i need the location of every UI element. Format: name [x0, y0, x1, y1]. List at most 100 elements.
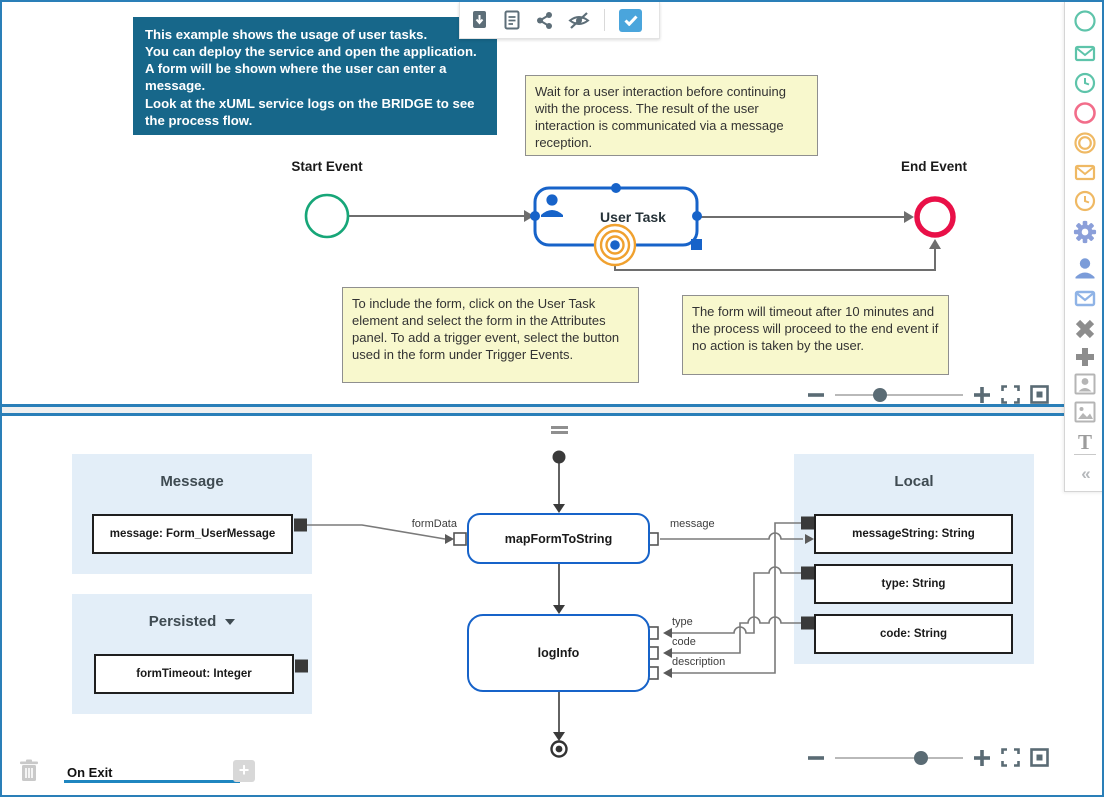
splitter-drag-handle[interactable] — [551, 426, 568, 435]
export-icon[interactable] — [470, 10, 489, 30]
flow-mapform-to-loginfo[interactable] — [553, 564, 565, 614]
start-event-node[interactable] — [304, 193, 350, 239]
element-palette: T « — [1064, 2, 1102, 492]
flow-loginfo-to-final[interactable] — [550, 692, 568, 758]
tab-on-exit[interactable]: On Exit — [67, 765, 113, 780]
action-loginfo[interactable]: logInfo — [467, 614, 650, 692]
pin-formdata-in[interactable] — [453, 532, 467, 546]
wire-message-out[interactable] — [660, 532, 803, 540]
var-message[interactable]: message: Form_UserMessage — [92, 514, 293, 554]
connector-message-var[interactable] — [294, 518, 307, 532]
add-tab-button[interactable]: + — [233, 760, 255, 782]
mapping-canvas[interactable]: Message Persisted Local — [2, 416, 1102, 795]
flow-initial-to-mapform[interactable] — [552, 450, 566, 514]
wire-message-to-formdata[interactable] — [302, 524, 446, 540]
wire-code-to-code[interactable] — [672, 616, 807, 654]
fullscreen-button[interactable] — [1001, 748, 1020, 767]
selection-handle-top[interactable] — [611, 183, 621, 193]
palette-user-task-icon[interactable] — [1073, 256, 1097, 280]
pin-label-type: type — [672, 616, 693, 628]
connector-formtimeout-var[interactable] — [295, 659, 308, 673]
wire-messagestring-to-description[interactable] — [672, 522, 807, 674]
panel-splitter[interactable] — [2, 404, 1102, 416]
palette-start-event-icon[interactable] — [1073, 9, 1097, 33]
toolbar-separator — [604, 9, 605, 31]
fit-to-screen-button[interactable] — [1030, 385, 1049, 404]
pin-label-message: message — [670, 518, 715, 530]
pin-label-description: description — [672, 656, 726, 668]
palette-text-icon[interactable]: T — [1077, 429, 1092, 454]
document-icon[interactable] — [503, 10, 521, 30]
palette-message-start-event-icon[interactable] — [1073, 41, 1097, 65]
chevron-down-icon[interactable] — [225, 619, 236, 626]
end-event-node[interactable] — [914, 196, 956, 238]
zoom-slider[interactable] — [835, 387, 963, 402]
trash-icon[interactable] — [19, 759, 39, 782]
action-mapformtostring[interactable]: mapFormToString — [467, 513, 650, 564]
diagram-toolbar — [459, 2, 660, 39]
tab-active-underline — [64, 780, 240, 783]
start-event-label: Start Event — [291, 159, 363, 174]
sequence-flow-timeout-to-end[interactable] — [614, 239, 941, 271]
info-line: This example shows the usage of user tas… — [145, 27, 428, 42]
bpmn-diagram — [304, 183, 956, 271]
boundary-event-node[interactable] — [593, 223, 637, 267]
zoom-out-button[interactable] — [807, 386, 825, 404]
user-task-person-icon — [541, 194, 563, 217]
zoom-in-button[interactable] — [973, 749, 991, 767]
palette-service-task-icon[interactable] — [1073, 220, 1097, 244]
bpmn-canvas[interactable]: This example shows the usage of user tas… — [2, 2, 1102, 404]
zoom-in-button[interactable] — [973, 386, 991, 404]
info-line: Look at the xUML service logs on the BRI… — [145, 95, 475, 128]
note-include-form[interactable]: To include the form, click on the User T… — [342, 287, 639, 383]
bpmn-zoom-controls — [807, 385, 1049, 404]
var-type[interactable]: type: String — [814, 564, 1013, 604]
palette-separator — [1074, 454, 1096, 455]
zoom-slider[interactable] — [835, 750, 963, 765]
zoom-slider-knob[interactable] — [914, 750, 929, 765]
selection-handle-resize[interactable] — [691, 239, 702, 250]
connector-type-var[interactable] — [801, 566, 814, 580]
var-code[interactable]: code: String — [814, 614, 1013, 654]
palette-actor-image-icon[interactable] — [1073, 372, 1097, 396]
zoom-slider-knob[interactable] — [873, 387, 888, 402]
end-event-label: End Event — [900, 159, 967, 174]
pin-label-formdata: formData — [411, 518, 457, 530]
share-icon[interactable] — [535, 11, 554, 30]
palette-message-intermediate-event-icon[interactable] — [1073, 160, 1097, 184]
palette-timer-intermediate-event-icon[interactable] — [1073, 189, 1097, 213]
selection-handle-left[interactable] — [530, 211, 540, 221]
section-local-title: Local — [894, 473, 934, 490]
palette-image-icon[interactable] — [1073, 400, 1097, 424]
zoom-out-button[interactable] — [807, 749, 825, 767]
palette-send-task-icon[interactable] — [1073, 286, 1097, 310]
palette-timer-start-event-icon[interactable] — [1073, 71, 1097, 95]
selection-handle-right[interactable] — [692, 211, 702, 221]
note-wait-interaction[interactable]: Wait for a user interaction before conti… — [525, 75, 818, 156]
var-messagestring[interactable]: messageString: String — [814, 514, 1013, 554]
palette-collapse-icon[interactable]: « — [1081, 464, 1091, 483]
palette-intermediate-event-icon[interactable] — [1073, 131, 1097, 155]
fit-to-screen-button[interactable] — [1030, 748, 1049, 767]
connector-messagestring-var[interactable] — [801, 516, 814, 530]
description-annotation[interactable]: This example shows the usage of user tas… — [133, 17, 497, 135]
section-message-title: Message — [160, 473, 224, 490]
pin-label-code: code — [672, 636, 696, 648]
fullscreen-button[interactable] — [1001, 385, 1020, 404]
palette-end-event-icon[interactable] — [1073, 101, 1097, 125]
sequence-flow-task-to-end[interactable] — [699, 211, 914, 223]
wire-type-to-type[interactable] — [672, 566, 807, 634]
connector-code-var[interactable] — [801, 616, 814, 630]
note-timeout[interactable]: The form will timeout after 10 minutes a… — [682, 295, 949, 375]
palette-add-icon[interactable] — [1073, 345, 1097, 369]
mapping-zoom-controls — [807, 748, 1049, 767]
sequence-flow-start-to-task[interactable] — [348, 210, 534, 222]
palette-delete-icon[interactable] — [1073, 317, 1097, 341]
info-line: You can deploy the service and open the … — [145, 44, 477, 94]
mapping-diagram — [294, 450, 814, 758]
annotations-checkbox[interactable] — [619, 8, 642, 32]
user-task-label: User Task — [600, 208, 666, 225]
hide-annotations-icon[interactable] — [568, 11, 590, 30]
section-persisted-title: Persisted — [148, 613, 217, 630]
var-formtimeout[interactable]: formTimeout: Integer — [94, 654, 294, 694]
